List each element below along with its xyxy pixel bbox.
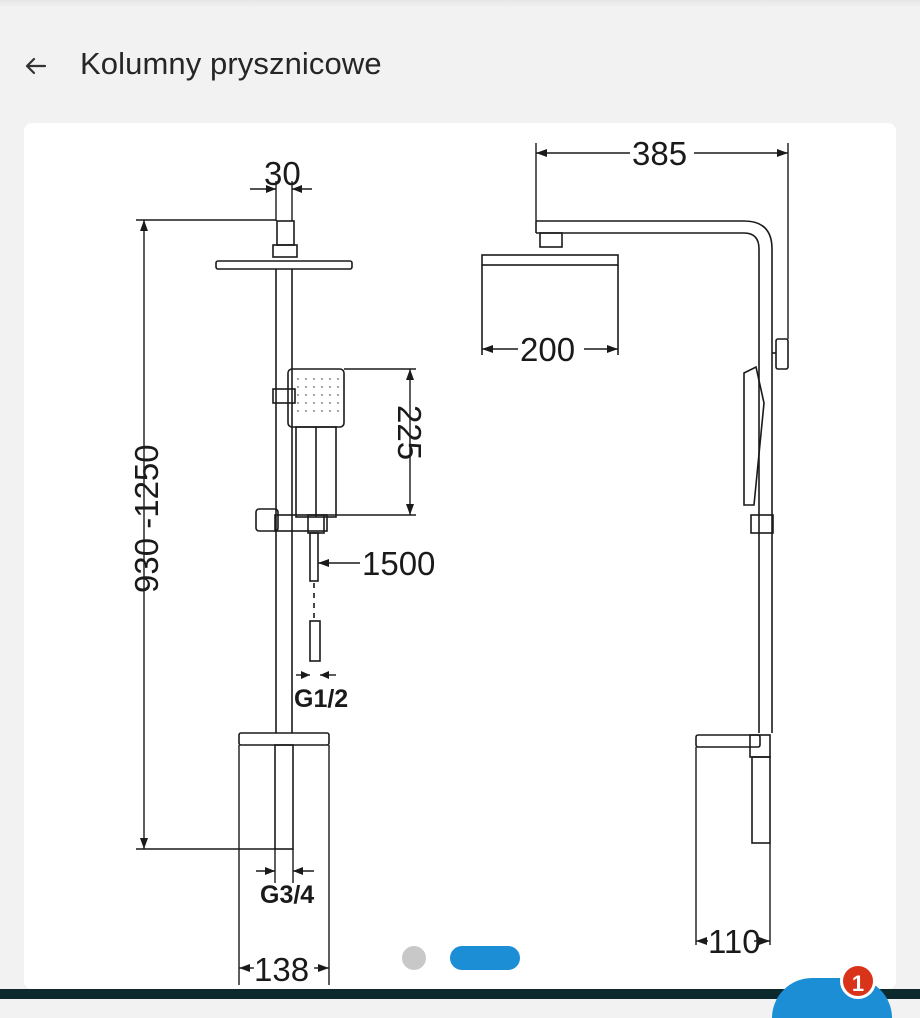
notification-badge: 1 bbox=[840, 963, 876, 999]
dim-hose-thread: G1/2 bbox=[294, 685, 348, 713]
top-shadow-strip bbox=[0, 0, 920, 8]
dim-hose: 1500 bbox=[362, 545, 435, 582]
carousel-dot-1[interactable] bbox=[402, 946, 426, 970]
page-title: Kolumny prysznicowe bbox=[80, 46, 382, 81]
dim-hand-shower: 225 bbox=[391, 405, 428, 460]
dim-top-width: 30 bbox=[264, 155, 301, 192]
dim-inlet-thread: G3/4 bbox=[260, 881, 314, 909]
carousel-indicator bbox=[402, 946, 520, 970]
dim-head: 200 bbox=[520, 331, 575, 368]
dim-arm: 385 bbox=[632, 135, 687, 172]
arrow-left-icon bbox=[25, 57, 47, 75]
back-button[interactable] bbox=[20, 50, 52, 82]
page-header: Kolumny prysznicowe bbox=[0, 36, 920, 96]
bottom-bar bbox=[0, 989, 920, 999]
carousel-dot-2-active[interactable] bbox=[450, 946, 520, 970]
dim-spacing-front: 138 bbox=[254, 951, 309, 988]
dim-height: 930 -1250 bbox=[128, 444, 165, 593]
product-image-card[interactable]: 30 930 -1250 225 1500 G1/2 G3/4 138 385 … bbox=[24, 123, 896, 989]
technical-drawing: 30 930 -1250 225 1500 G1/2 G3/4 138 385 … bbox=[128, 135, 789, 988]
dim-spacing-side: 110 bbox=[708, 923, 761, 960]
